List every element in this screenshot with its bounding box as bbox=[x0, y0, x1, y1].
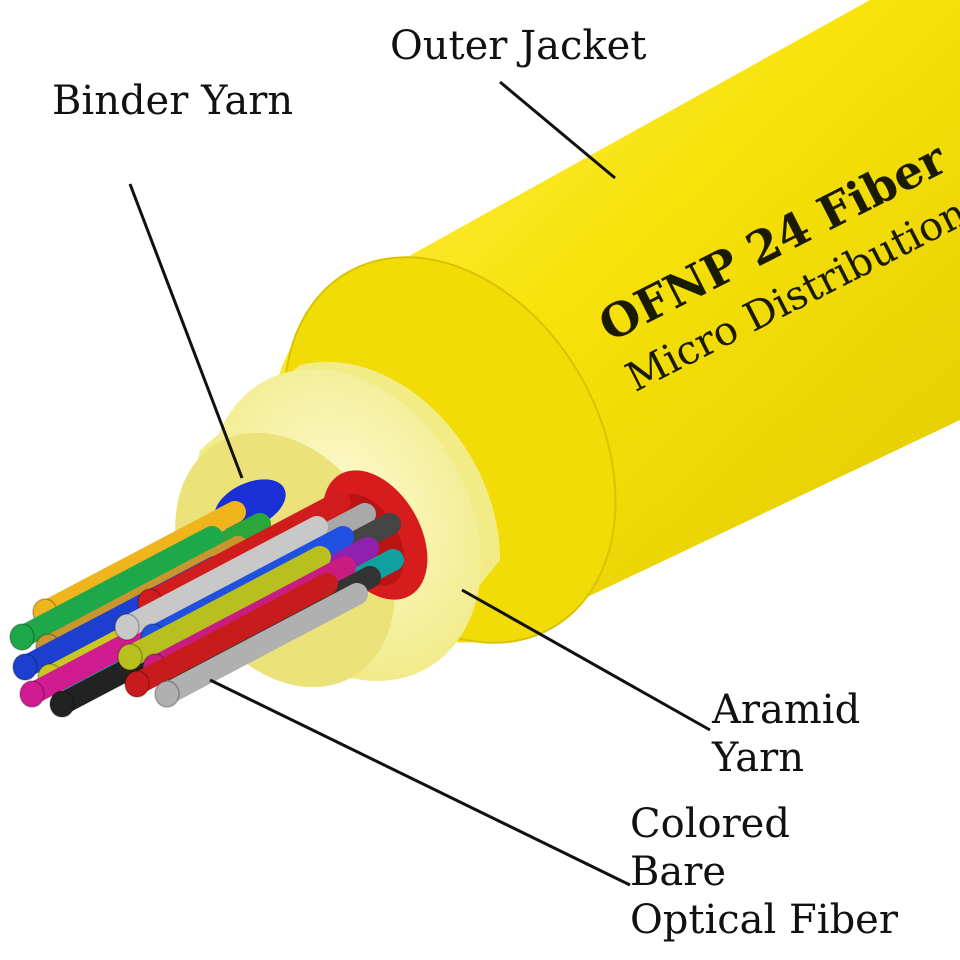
label-binder-yarn-text: Binder Yarn bbox=[52, 78, 294, 124]
fiber-end bbox=[117, 643, 143, 671]
fiber-end bbox=[114, 613, 140, 641]
fiber-strand bbox=[34, 501, 246, 623]
label-colored-fiber: Colored Bare Optical Fiber bbox=[630, 800, 898, 944]
fiber-strand bbox=[156, 583, 368, 705]
fiber-strand bbox=[116, 516, 328, 638]
leader-lines bbox=[128, 80, 711, 887]
label-fiber-line2: Bare bbox=[630, 849, 727, 895]
fiber-strand bbox=[119, 546, 331, 668]
fiber-strand bbox=[126, 573, 338, 695]
leader-colored-fiber bbox=[209, 678, 631, 887]
label-outer-jacket: Outer Jacket bbox=[390, 22, 646, 70]
fiber-strand bbox=[139, 491, 351, 613]
label-aramid-line2: Yarn bbox=[712, 735, 805, 781]
fiber-bundle bbox=[9, 491, 404, 718]
fiber-end bbox=[9, 623, 35, 651]
fiber-end bbox=[12, 653, 38, 681]
leader-binder-yarn bbox=[128, 183, 244, 479]
fiber-end bbox=[19, 680, 45, 708]
fiber-end bbox=[154, 680, 180, 708]
leader-aramid-yarn bbox=[461, 588, 711, 732]
label-aramid-line1: Aramid bbox=[712, 687, 861, 733]
leader-outer-jacket bbox=[499, 80, 616, 180]
label-aramid-yarn: Aramid Yarn bbox=[712, 686, 860, 782]
fiber-end bbox=[124, 670, 150, 698]
label-fiber-line1: Colored bbox=[630, 801, 790, 847]
fiber-strand bbox=[11, 526, 223, 648]
label-fiber-line3: Optical Fiber bbox=[630, 897, 898, 943]
label-outer-jacket-text: Outer Jacket bbox=[390, 23, 647, 69]
fiber-end bbox=[49, 690, 75, 718]
label-binder-yarn: Binder Yarn bbox=[52, 77, 293, 125]
